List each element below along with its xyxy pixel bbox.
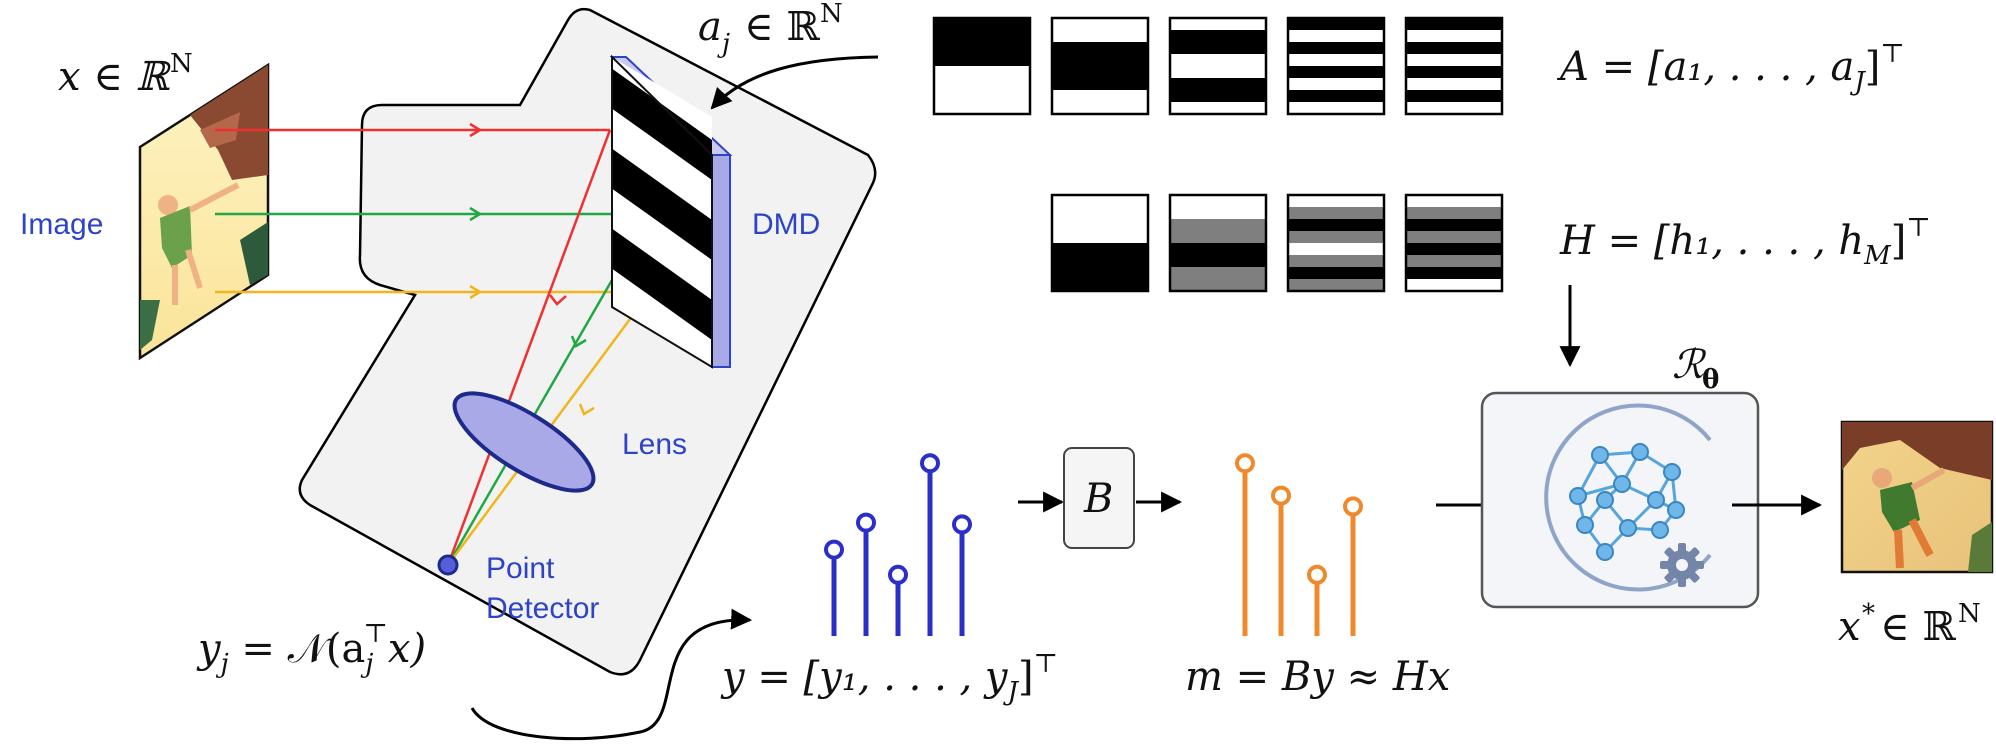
svg-text:y = [y₁, . . . , yJ]⊤: y = [y₁, . . . , yJ]⊤ <box>720 649 1058 707</box>
detector-to-measurement-arrow <box>470 608 753 741</box>
hadamard-pattern-4 <box>1404 193 1504 293</box>
input-signal-equation: x ∈ ℝ N <box>58 49 193 100</box>
binary-pattern-2 <box>1050 16 1150 116</box>
ray-red-out <box>446 129 612 566</box>
system-panel <box>298 7 877 676</box>
svg-text:yj = 𝒩(aj⊤x): yj = 𝒩(aj⊤x) <box>196 619 426 679</box>
m-stem-4 <box>1343 496 1363 636</box>
binary-pattern-5 <box>1404 16 1504 116</box>
optical-rays <box>215 122 652 566</box>
lens-label: Lens <box>622 428 687 461</box>
y-stem-3 <box>888 564 908 636</box>
reconstruction-equation: x * ∈ ℝ N <box>1838 599 1981 650</box>
svg-text:N: N <box>1958 599 1981 629</box>
y-stem-4 <box>920 453 940 636</box>
A-matrix-equation: A = [a₁, . . . , aJ]⊤ <box>1556 39 1905 97</box>
svg-text:N: N <box>170 49 193 79</box>
svg-text:H = [h₁, . . . , hM]⊤: H = [h₁, . . . , hM]⊤ <box>1559 213 1931 271</box>
raw-measurements-plot <box>824 453 972 636</box>
y-stem-1 <box>824 539 844 636</box>
point-detector <box>437 554 459 576</box>
hadamard-pattern-2 <box>1168 193 1268 293</box>
svg-text:B: B <box>1083 476 1113 522</box>
dmd-label: DMD <box>752 208 820 241</box>
svg-text:x ∈ ℝ: x ∈ ℝ <box>58 54 172 100</box>
hadamard-pattern-row <box>1050 193 1504 293</box>
input-image <box>138 62 270 361</box>
point-detector-label-line2: Detector <box>486 592 599 625</box>
point-detector-label-line1: Point <box>486 552 555 585</box>
dmd-pattern-equation: a j ∈ ℝ N <box>698 0 843 59</box>
b-operator-block: B <box>1063 447 1135 549</box>
m-stem-3 <box>1307 564 1327 636</box>
binary-pattern-4 <box>1286 16 1386 116</box>
hadamard-pattern-3 <box>1286 193 1386 293</box>
gear-icon <box>1660 543 1704 587</box>
binary-pattern-row <box>932 16 1504 116</box>
binary-pattern-3 <box>1168 16 1268 116</box>
pattern-pointer-arrow <box>710 55 879 110</box>
reconstructed-image <box>1840 420 1994 574</box>
H-matrix-equation: H = [h₁, . . . , hM]⊤ <box>1559 213 1931 271</box>
measurement-model-equation: yj = 𝒩(aj⊤x) <box>196 619 426 679</box>
lens <box>452 391 596 493</box>
binary-pattern-1 <box>932 16 1032 116</box>
svg-text:N: N <box>820 0 843 29</box>
image-label: Image <box>20 208 103 241</box>
svg-text:θ: θ <box>1702 365 1719 395</box>
svg-text:A = [a₁, . . . , aJ]⊤: A = [a₁, . . . , aJ]⊤ <box>1556 39 1905 97</box>
hadamard-pattern-1 <box>1050 193 1150 293</box>
preprocessing-equation: m = By ≈ Hx <box>1185 654 1450 700</box>
m-stem-1 <box>1235 453 1255 636</box>
measurement-vector-equation: y = [y₁, . . . , yJ]⊤ <box>720 649 1058 707</box>
reconstruction-network-block: ℛ θ <box>1480 342 1760 609</box>
y-stem-5 <box>952 514 972 636</box>
svg-text:∈ ℝ: ∈ ℝ <box>744 4 820 50</box>
m-stem-2 <box>1271 485 1291 636</box>
svg-text:∈ ℝ: ∈ ℝ <box>1880 604 1956 650</box>
y-stem-2 <box>856 512 876 636</box>
reconstructor-label: ℛ <box>1672 342 1707 388</box>
svg-text:*: * <box>1862 599 1875 629</box>
neural-network-icon <box>1544 403 1712 592</box>
svg-text:a: a <box>698 4 722 50</box>
processed-measurements-plot <box>1235 453 1363 636</box>
svg-text:x: x <box>1838 604 1861 650</box>
